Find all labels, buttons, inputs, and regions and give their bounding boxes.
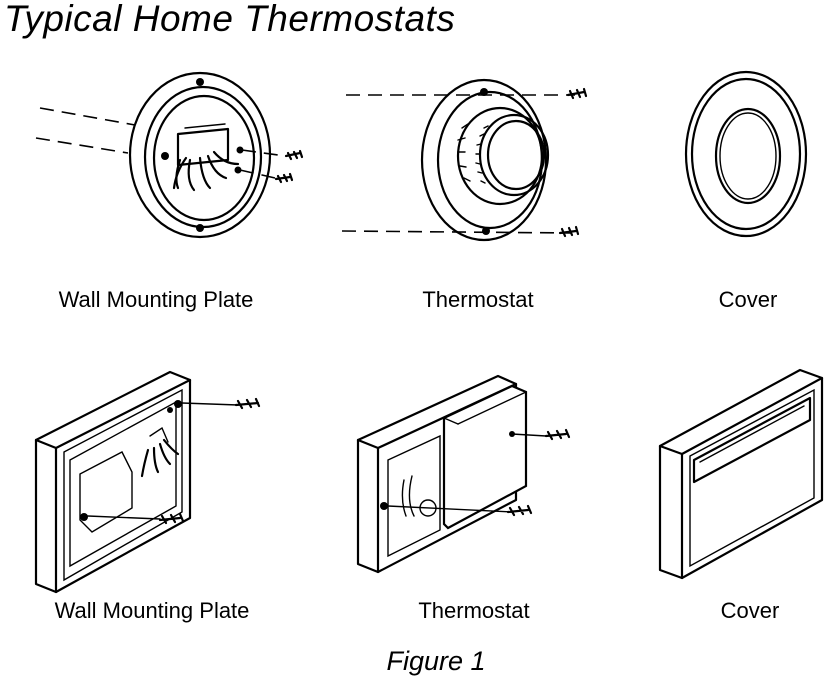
rect-cover-label: Cover (720, 598, 780, 623)
rect-thermostat-label: Thermostat (418, 598, 530, 623)
rect-cover-drawing (658, 368, 824, 580)
round-wall-plate-label: Wall Mounting Plate (58, 287, 254, 312)
figure-caption: Figure 1 (386, 646, 486, 676)
page-title: Typical Home Thermostats (4, 0, 456, 39)
rect-wall-plate-label: Wall Mounting Plate (54, 598, 250, 623)
round-wall-plate-drawing (35, 71, 304, 239)
round-cover-drawing (684, 70, 808, 238)
rect-wall-plate-drawing (34, 370, 261, 594)
rect-thermostat-drawing (356, 374, 571, 574)
round-thermostat-drawing (341, 78, 588, 242)
round-thermostat-label: Thermostat (422, 287, 534, 312)
round-cover-label: Cover (718, 287, 778, 312)
